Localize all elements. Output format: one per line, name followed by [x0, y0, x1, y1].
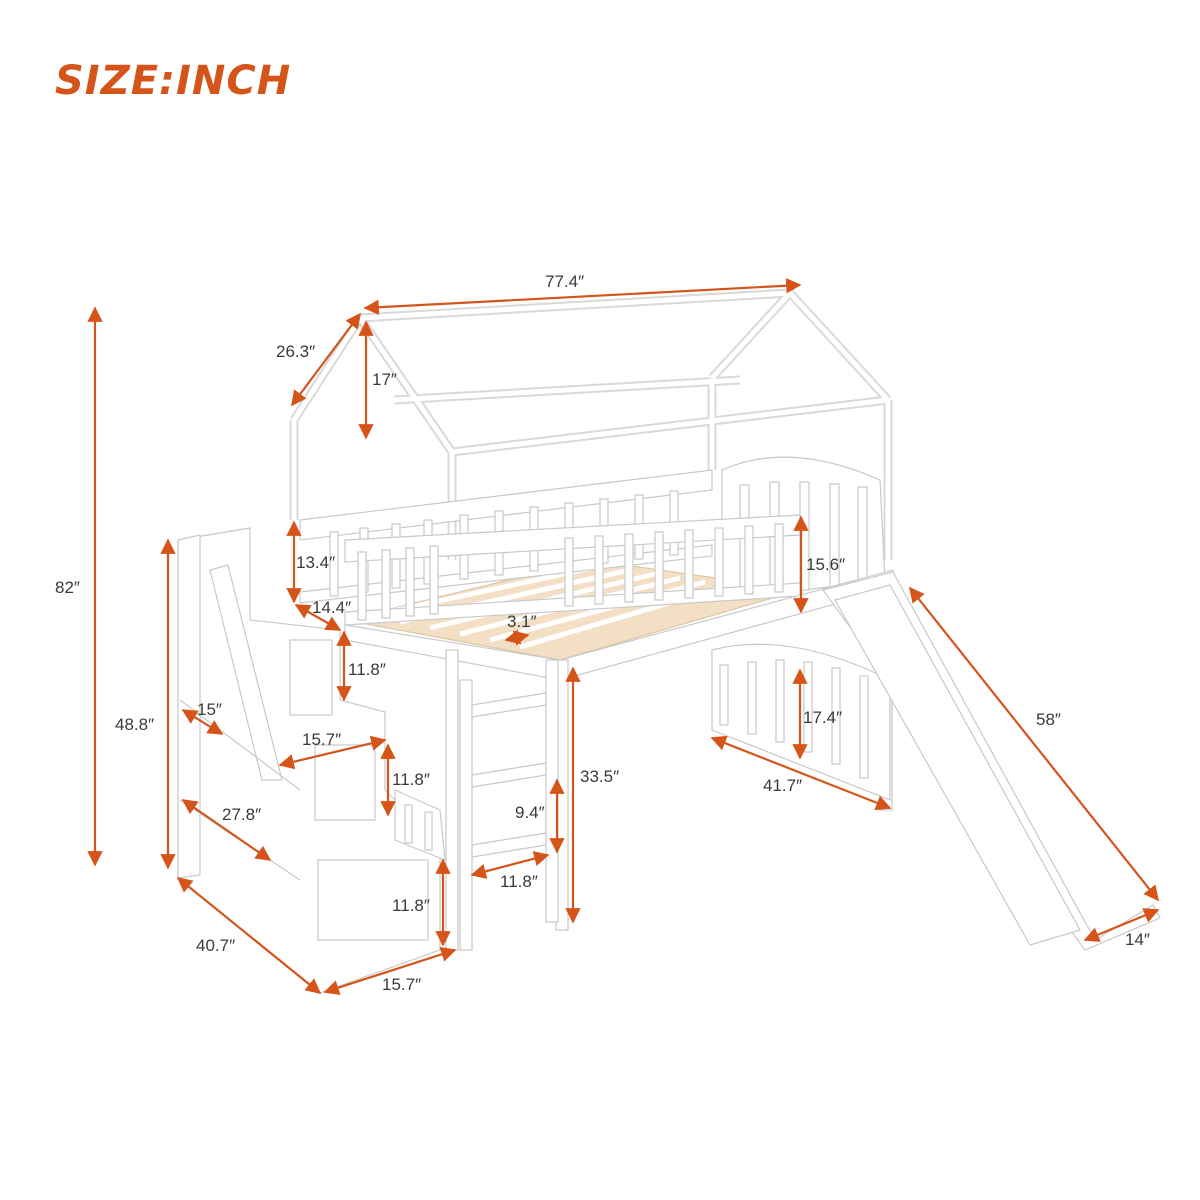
slide-width-label: 14″ [1125, 930, 1150, 949]
ladder-width-label: 11.8″ [500, 872, 538, 891]
rail-gap-label: 14.4″ [312, 598, 352, 617]
step-width-bottom-label: 15.7″ [382, 975, 422, 994]
step-width-mid-label: 15.7″ [302, 730, 342, 749]
step-width-bottom-arrow [323, 946, 457, 996]
stair-run-arrow [181, 799, 272, 861]
stair-run-label: 27.8″ [222, 805, 262, 824]
slat-gap-arrow [504, 629, 530, 646]
slat-gap-label: 3.1″ [507, 612, 537, 631]
stair-height-label: 48.8″ [115, 715, 155, 734]
ladder [459, 659, 559, 951]
step-depth-label: 15″ [197, 700, 222, 719]
size-unit-title: SIZE:INCH [55, 58, 292, 104]
staircase-side-rail [394, 789, 446, 861]
stair-base-depth-arrow [176, 877, 322, 994]
total-length-arrow [363, 278, 802, 315]
total-height-label: 82″ [55, 578, 80, 597]
roof-depth-arrow [291, 312, 361, 407]
slide-length-arrow [909, 586, 1159, 902]
step-height-bottom-label: 11.8″ [392, 896, 430, 915]
rail-gap-arrow [294, 604, 342, 631]
ladder-rung-gap-label: 9.4″ [515, 803, 545, 822]
step-height-mid-label: 11.8″ [392, 770, 430, 789]
rail-height-right-label: 15.6″ [806, 555, 846, 574]
ladder-width-arrow [470, 851, 550, 879]
slide-length-label: 58″ [1036, 710, 1061, 729]
roof-height-label: 17″ [372, 370, 397, 389]
guard-length-arrow [710, 735, 892, 811]
bed-frame [177, 288, 1161, 994]
slide-width-arrow [1083, 908, 1160, 942]
stair-base-depth-label: 40.7″ [196, 936, 236, 955]
dimension-arrows [87, 278, 1160, 996]
rail-height-left-label: 13.4″ [296, 553, 336, 572]
roof-depth-label: 26.3″ [276, 342, 316, 361]
step-height-top-label: 11.8″ [348, 660, 386, 679]
step-width-mid-arrow [278, 735, 387, 770]
guard-height-label: 17.4″ [803, 708, 843, 727]
total-length-label: 77.4″ [545, 272, 585, 291]
step-depth-arrow [181, 709, 224, 735]
guard-length-label: 41.7″ [763, 776, 803, 795]
clearance-height-label: 33.5″ [580, 767, 620, 786]
